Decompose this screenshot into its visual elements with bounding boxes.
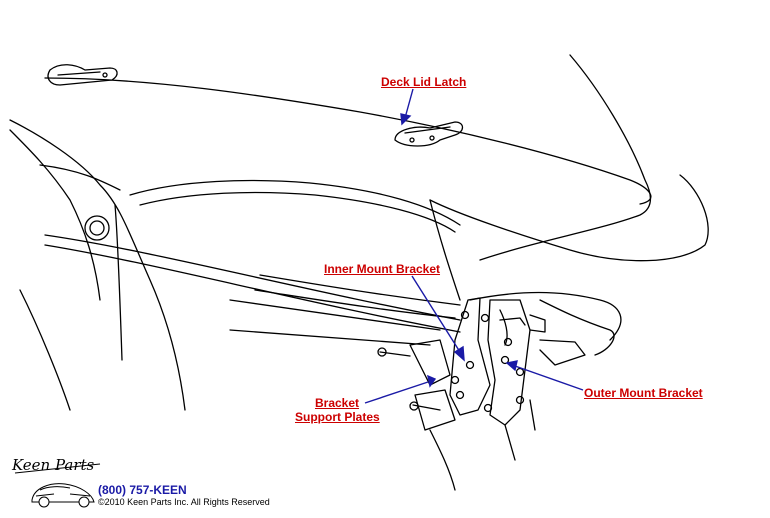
bracket-label-line2: Support Plates bbox=[295, 410, 380, 424]
copyright-text: ©2010 Keen Parts Inc. All Rights Reserve… bbox=[98, 497, 270, 507]
keen-parts-logo: Keen Parts bbox=[11, 456, 101, 508]
deck-lid-front-edge bbox=[39, 164, 121, 191]
deck-lid-side bbox=[479, 54, 652, 261]
deck-lid-latch-right bbox=[394, 121, 464, 147]
bracket-support-plate-lower bbox=[414, 389, 456, 431]
body-hole bbox=[84, 215, 110, 241]
deck-lid-edge bbox=[44, 77, 652, 205]
outer-mount-bracket-label[interactable]: Outer Mount Bracket bbox=[584, 386, 703, 400]
inner-mount-bracket-label[interactable]: Inner Mount Bracket bbox=[324, 262, 441, 276]
deck-lid-latch-label[interactable]: Deck Lid Latch bbox=[381, 75, 467, 89]
phone-number: (800) 757-KEEN bbox=[98, 483, 187, 497]
bracket-label-line1: Bracket bbox=[314, 396, 360, 410]
inner-mount-bracket bbox=[449, 297, 491, 416]
deck-lid-latch-left bbox=[47, 64, 118, 86]
svg-text:Keen Parts: Keen Parts bbox=[11, 456, 95, 474]
bracket-support-plate-upper bbox=[409, 339, 451, 386]
outer-mount-bracket bbox=[487, 299, 531, 426]
bracket-support-plates-label[interactable]: Bracket Support Plates bbox=[295, 396, 380, 424]
